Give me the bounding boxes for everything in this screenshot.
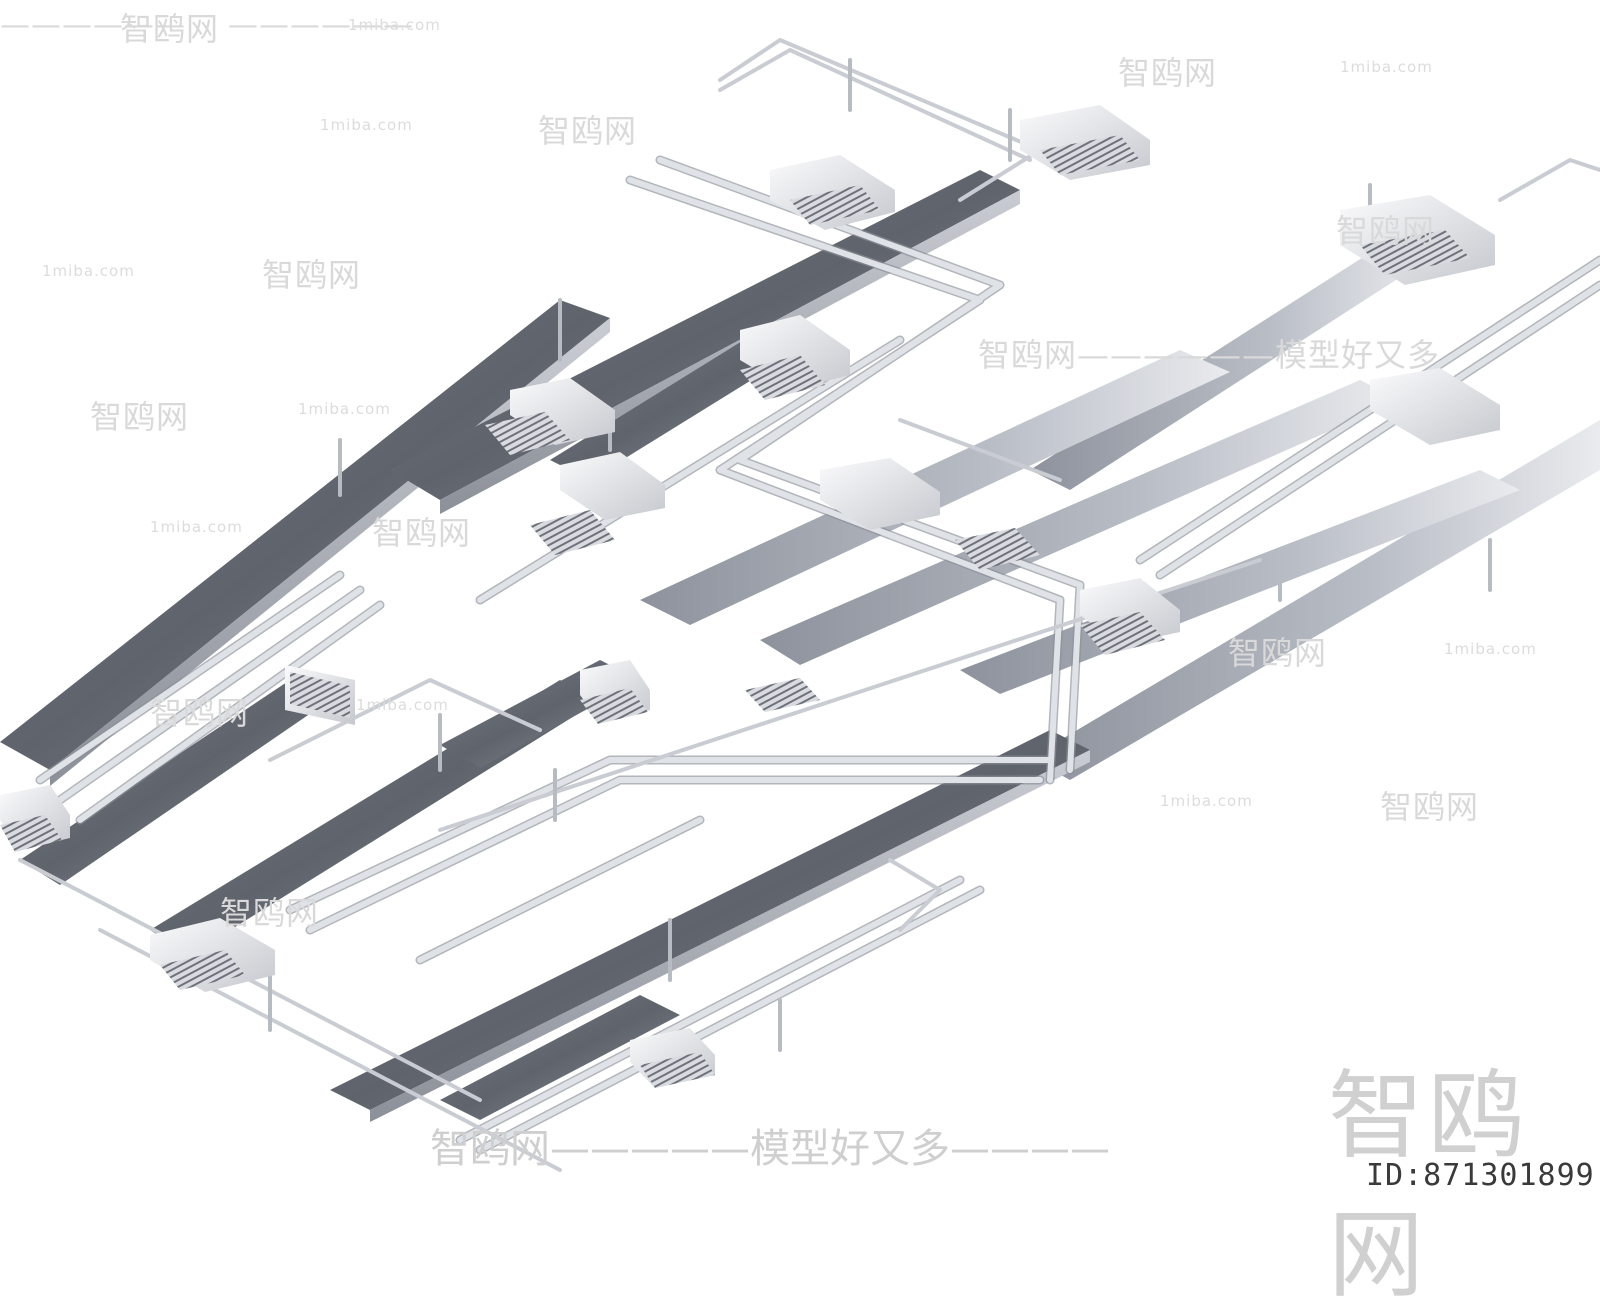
diffuser-box: [1020, 105, 1150, 180]
diffuser-box: [1340, 195, 1495, 285]
diffuser-box: [820, 458, 1040, 570]
duct-main-left: [0, 300, 610, 770]
diffuser-box: [580, 660, 650, 724]
diffuser-box: [485, 378, 615, 455]
diffuser-box: [745, 678, 820, 712]
duct-right-long: [1030, 240, 1430, 490]
diffuser-box: [530, 452, 665, 555]
diffuser-group: [0, 105, 1500, 1088]
diffuser-box: [0, 785, 70, 852]
duct-bottom-a-side: [370, 750, 1090, 1122]
pipe-group: [18, 38, 1600, 1172]
diffuser-box: [150, 918, 275, 992]
diffuser-box: [740, 315, 850, 400]
hvac-ceiling-render: [0, 38, 1600, 1172]
duct-bottom-b: [440, 995, 680, 1120]
watermark-bottom-slogan: 智鸥网—————模型好又多————: [430, 1126, 1110, 1172]
diffuser-box: [1080, 578, 1180, 655]
diffuser-box: [770, 155, 895, 230]
diffuser-box: [1370, 368, 1500, 445]
duct-center-a: [640, 350, 1230, 625]
duct-center-b: [760, 380, 1400, 665]
diffuser-box: [285, 665, 355, 725]
diffuser-box: [630, 1028, 715, 1088]
duct-bottom-a: [330, 730, 1090, 1110]
duct-lower-left: [20, 680, 330, 885]
model-id-label: ID:871301899: [1366, 1158, 1595, 1193]
duct-mid-short: [550, 330, 800, 480]
